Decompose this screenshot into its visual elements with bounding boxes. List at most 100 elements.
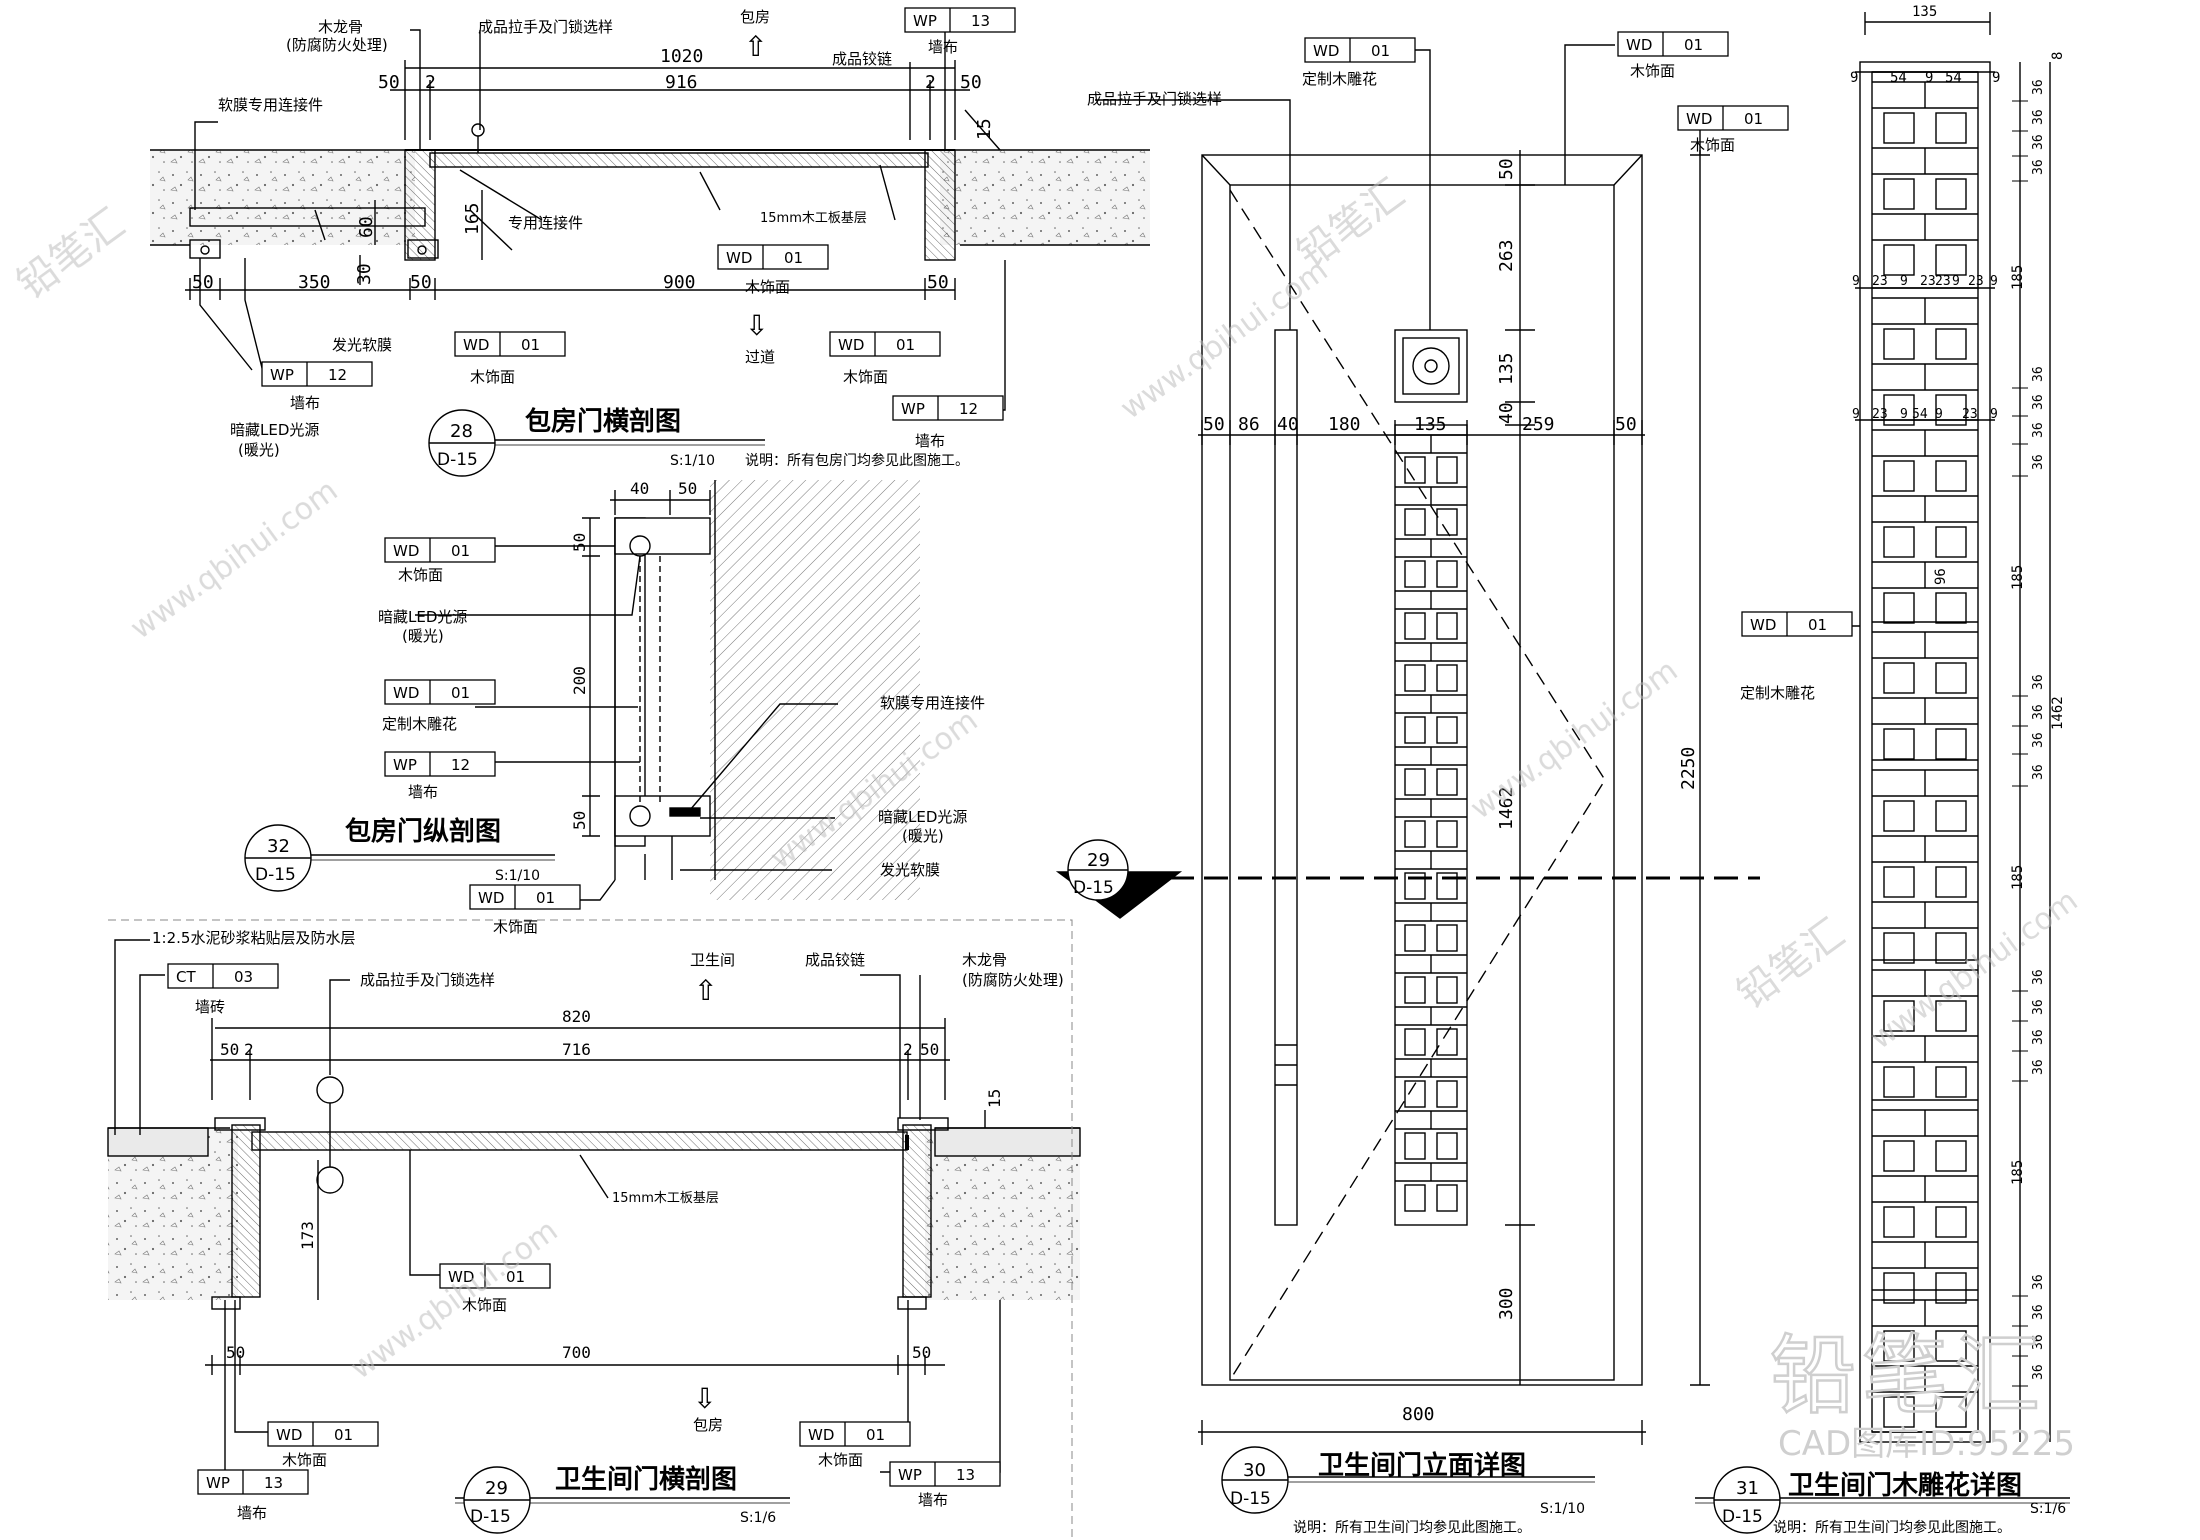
d30-dim-h135: 135 [1414,414,1447,435]
d31-dim-8: 8 [2050,52,2066,60]
d31-dim-185a: 185 [2010,265,2026,290]
material-tag-number: 01 [334,1426,353,1444]
logo-text: 铅笔汇 [1770,1326,2046,1426]
material-tag: WD 01 [829,331,941,357]
d29-arrow-up-icon: ⇧ [694,974,717,1007]
d29-title: 卫生间门横剖图 [555,1464,737,1495]
d28-title: 包房门横剖图 [525,406,681,437]
d29-wood-face-left: 木饰面 [282,1451,327,1469]
d31-carving: 定制木雕花 [1740,684,1815,702]
material-tag-number: 13 [956,1466,975,1484]
d28-film-connector: 软膜专用连接件 [218,96,323,114]
d31-dim-row1: 9 [1952,274,1960,289]
d29-dim-50a: 50 [220,1040,239,1059]
d31-dim-36: 36 [2031,1334,2046,1350]
d32-led-sub: (暖光) [402,627,444,645]
d32-led2-sub: (暖光) [902,827,944,845]
d31-dim-row2: 9 [1852,407,1860,422]
d28-dim-1020: 1020 [660,46,703,67]
material-tag-code: WP [206,1474,230,1492]
d31-dim-36: 36 [2031,674,2046,690]
material-tag-code: WD [463,336,489,354]
d32-led2: 暗藏LED光源 [878,808,967,826]
d31-dim-t54b: 54 [1945,70,1962,86]
d29-wood-face-right: 木饰面 [818,1451,863,1469]
d28-led: 暗藏LED光源 [230,421,319,439]
d29-dim-173: 173 [298,1221,317,1250]
watermark-brand-3: 铅笔汇 [1729,910,1853,1018]
d29-tile: 墙砖 [195,998,225,1016]
d30-dim-v1462: 1462 [1496,787,1517,830]
d31-note: 说明：所有卫生间门均参见此图施工。 [1773,1519,2011,1536]
material-tag-code: WD [726,249,752,267]
d28-connector: 专用连接件 [508,214,583,232]
material-tag-number: 01 [506,1268,525,1286]
d31-sheet: D-15 [1722,1507,1763,1527]
d32-light-film: 发光软膜 [880,861,940,879]
d31-dim-36: 36 [2031,79,2046,95]
d31-num: 31 [1736,1478,1759,1499]
d31-dim-36: 36 [2031,1059,2046,1075]
d30-dim-h86: 86 [1238,414,1260,435]
d28-dim-2r: 2 [925,72,936,93]
d30-sheet: D-15 [1230,1489,1271,1509]
d29-keel-sub: (防腐防火处理) [962,971,1064,989]
d28-dim-b50b: 50 [410,272,432,293]
d31-dim-36: 36 [2031,704,2046,720]
d32-dim-v50a: 50 [570,533,589,552]
d29-wall-fabric-right: 墙布 [918,1491,948,1509]
drawing-30-toilet-door-elevation [1055,44,1760,1514]
d28-dim-2l: 2 [425,72,436,93]
material-tag-number: 01 [451,542,470,560]
material-tag-number: 01 [896,336,915,354]
d32-dim-50: 50 [678,479,697,498]
material-tag-number: 01 [521,336,540,354]
d31-dim-36: 36 [2031,366,2046,382]
d28-num: 28 [450,421,473,442]
material-tag-number: 12 [451,756,470,774]
d31-dim-row1: 23 [1872,274,1888,289]
logo-code: CAD图库ID:95225 [1778,1424,2075,1464]
d28-led-sub: (暖光) [238,441,280,459]
d28-dim-50l: 50 [378,72,400,93]
material-tag-number: 01 [451,684,470,702]
d30-wood-face2: 木饰面 [1690,136,1735,154]
d30-dim-h50a: 50 [1203,414,1225,435]
d32-carving: 定制木雕花 [382,715,457,733]
d31-scale: S:1/6 [2030,1501,2066,1517]
d31-dim-185b: 185 [2010,565,2026,590]
d31-dim-36: 36 [2031,969,2046,985]
d29-dim-50b: 50 [920,1040,939,1059]
drawing-31-carving-detail [1695,12,2070,1534]
d28-dim-b50a: 50 [192,272,214,293]
d28-handle-label: 成品拉手及门锁选样 [478,18,613,36]
material-tag-number: 03 [234,968,253,986]
d32-led: 暗藏LED光源 [378,608,467,626]
d30-dim-v2250: 2250 [1678,747,1699,790]
d31-dim-36: 36 [2031,764,2046,780]
d31-dim-row2: 54 [1912,407,1928,422]
d28-dim-916: 916 [665,72,698,93]
d28-dim-165: 165 [462,202,483,235]
d32-dim-v200: 200 [570,666,589,695]
d28-wood-face-mid: 木饰面 [745,278,790,296]
d31-dim-36: 36 [2031,134,2046,150]
material-tag-number: 01 [1808,616,1827,634]
material-tag-code: WD [838,336,864,354]
d30-dim-v40: 40 [1496,402,1517,424]
d31-dim-row1: 23 [1920,274,1936,289]
material-tag: WD 01 [1741,611,1853,637]
d29-scale: S:1/6 [740,1510,776,1526]
material-tag-code: WD [393,684,419,702]
d29-wc: 卫生间 [690,951,735,969]
material-tag-code: CT [176,968,196,986]
material-tag-code: WD [1750,616,1776,634]
material-tag-number: 01 [1371,42,1390,60]
d29-wood-face-mid: 木饰面 [462,1296,507,1314]
